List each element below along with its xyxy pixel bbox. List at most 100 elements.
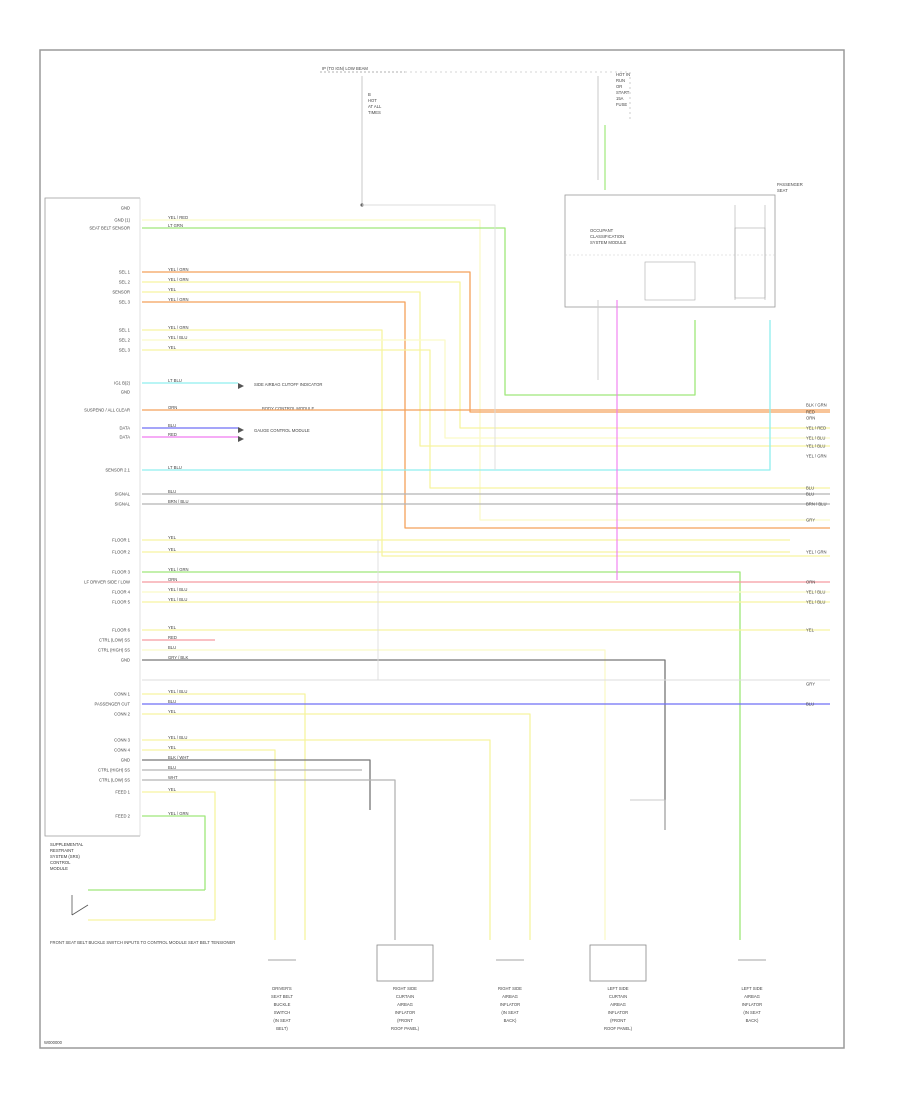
component-label: SEAT BELT <box>271 994 293 999</box>
pin-label: SIGNAL <box>115 502 131 507</box>
component-label: CURTAIN <box>396 994 414 999</box>
right-edge-label: YEL / BLU <box>806 444 825 449</box>
diagram-frame <box>39 49 845 1049</box>
wire-33 <box>142 759 371 810</box>
pin-label: LF DRIVER SIDE / LOW <box>84 580 130 585</box>
wire-9 <box>142 349 830 489</box>
right-edge-label: YEL / BLU <box>806 600 825 605</box>
footer-code: W000000 <box>44 1040 63 1045</box>
pin-label: CTRL (LOW) SS <box>99 778 130 783</box>
pin-label: FLOOR 4 <box>112 590 131 595</box>
wire-color-label: ORN <box>168 405 177 410</box>
right-edge-label: ORN <box>806 416 815 421</box>
svg-text:AT ALL: AT ALL <box>368 104 382 109</box>
component-label: AIRBAG <box>502 994 518 999</box>
srs-module-outline <box>44 197 140 837</box>
wire-color-label: RED <box>168 635 177 640</box>
arrow-marker-3 <box>238 436 244 442</box>
weight-sensor-title: PASSENGER SEAT <box>777 182 803 193</box>
right-edge-label: YEL / BLU <box>806 436 825 441</box>
wire-color-label: LT BLU <box>168 378 182 383</box>
component-label: RIGHT SIDE <box>393 986 417 991</box>
passenger-weight-sensor-module <box>564 194 776 308</box>
top-left-sub-label: B HOT AT ALL TIMES <box>368 92 382 115</box>
bottom-left-note: FRONT SEAT BELT BUCKLE SWITCH INPUTS TO … <box>50 940 235 945</box>
top-left-connector-label: IP (TO IGN) LOW BEAM <box>322 66 368 71</box>
pin-label: CONN 4 <box>114 748 130 753</box>
pin-label: SUSPEND / ALL CLEAR <box>84 408 130 413</box>
pin-label: CONN 3 <box>114 738 130 743</box>
svg-text:SYSTEM MODULE: SYSTEM MODULE <box>590 240 627 245</box>
wire-color-label: YEL <box>168 345 177 350</box>
arrow-marker-1 <box>238 383 244 389</box>
component-label: AIRBAG <box>610 1002 626 1007</box>
connector-break <box>630 799 666 830</box>
wire-36 <box>142 791 216 920</box>
pin-label: SEL 2 <box>119 280 131 285</box>
component-label: LEFT SIDE <box>741 986 762 991</box>
wire-15 <box>142 320 771 471</box>
component-label: AIRBAG <box>744 994 760 999</box>
svg-text:BODY CONTROL MODULE: BODY CONTROL MODULE <box>262 406 315 411</box>
wire-7 <box>142 329 830 557</box>
wire-5 <box>142 291 830 447</box>
wire-37 <box>142 815 206 890</box>
right-edge-label: ORN <box>806 580 815 585</box>
component-label: ROOF PANEL) <box>391 1026 420 1031</box>
svg-text:START: START <box>616 90 630 95</box>
seat-belt-switch-symbol <box>71 889 215 921</box>
svg-text:15A: 15A <box>616 96 624 101</box>
wire-color-label: BLK / WHT <box>168 755 189 760</box>
svg-text:CONTROL: CONTROL <box>50 860 71 865</box>
pin-label: PASSENGER CUT <box>94 702 130 707</box>
svg-text:HOT: HOT <box>368 98 377 103</box>
wire-28 <box>142 693 306 940</box>
svg-text:FUSE: FUSE <box>616 102 627 107</box>
component-label: (FRONT <box>610 1018 626 1023</box>
pin-label: IG1 B(2) <box>114 381 130 386</box>
inflator-box <box>589 944 647 982</box>
right-edge-label: BLU <box>806 702 814 707</box>
wire-color-label: BLU <box>168 423 176 428</box>
wire-color-label: YEL / BLU <box>168 597 187 602</box>
wire-color-label: YEL <box>168 625 177 630</box>
right-edge-label: YEL <box>806 628 815 633</box>
arrow-marker-2 <box>238 427 244 433</box>
pin-label: GND (1) <box>114 218 130 223</box>
wire-color-label: BLU <box>168 765 176 770</box>
wire-3 <box>142 271 830 413</box>
svg-text:RUN: RUN <box>616 78 625 83</box>
component-label: SWITCH <box>274 1010 291 1015</box>
wire-31 <box>142 739 491 940</box>
component-label: BELT) <box>276 1026 288 1031</box>
wire-color-label: YEL <box>168 547 177 552</box>
pin-label: CTRL (HIGH) SS <box>98 768 130 773</box>
wire-4 <box>142 281 830 429</box>
wire-color-label: YEL / BLU <box>168 689 187 694</box>
component-label: BACK) <box>504 1018 517 1023</box>
wire-30 <box>142 713 531 940</box>
pin-label: FLOOR 3 <box>112 570 131 575</box>
wire-color-label: YEL <box>168 287 177 292</box>
wire-color-label: YEL / GRN <box>168 297 189 302</box>
wire-20 <box>142 571 741 940</box>
wire-color-label: YEL / GRN <box>168 567 189 572</box>
wire-harness <box>142 204 830 940</box>
right-edge-label: YEL / RED <box>806 426 826 431</box>
right-edge-label: BRN / BLU <box>806 502 826 507</box>
wire-35 <box>142 779 396 940</box>
wire-color-label: ORN <box>168 577 177 582</box>
svg-text:RESTRAINT: RESTRAINT <box>50 848 74 853</box>
right-edge-label: BLU <box>806 492 814 497</box>
svg-text:OR: OR <box>616 84 622 89</box>
pin-label: SEAT BELT SENSOR <box>89 226 130 231</box>
wire-color-label: YEL / GRN <box>168 277 189 282</box>
wire-color-label: WHT <box>168 775 178 780</box>
srs-module-title: SUPPLEMENTAL RESTRAINT SYSTEM (SRS) CONT… <box>50 842 84 871</box>
wire-1 <box>142 219 830 521</box>
pin-label: CONN 2 <box>114 712 130 717</box>
component-label: BACK) <box>746 1018 759 1023</box>
